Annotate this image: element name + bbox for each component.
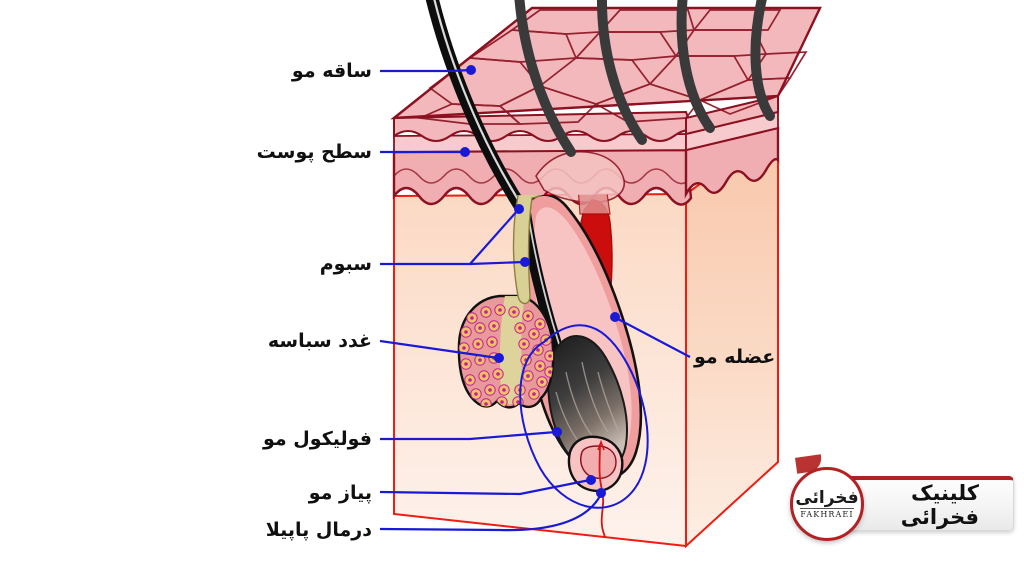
label-dermal-papilla: درمال پاپیلا — [265, 519, 372, 541]
label-skin-surface: سطح پوست — [256, 141, 372, 163]
label-sebaceous-gland: غدد سباسه — [267, 330, 372, 352]
arrector-pili-upper — [577, 194, 611, 215]
hair-shaft-1-outline — [425, 0, 531, 219]
papilla-blood-vessel — [598, 443, 608, 546]
logo-banner-text: کلینیک فخرائی — [900, 481, 979, 529]
logo-emblem-script: فخرائی — [795, 487, 859, 508]
label-leader-dots — [460, 65, 620, 498]
sebaceous-lumen — [499, 296, 526, 404]
hair-shaft-4 — [676, 0, 715, 133]
hair-shaft-5 — [750, 0, 775, 121]
label-hair-bulb: پیاز مو — [308, 482, 372, 504]
leader-sebaceous-gland — [379, 339, 499, 360]
dot-sebum-b — [514, 204, 524, 214]
label-hair-shaft: ساقه مو — [291, 60, 372, 82]
leader-dermal-papilla — [379, 495, 601, 532]
dot-hair-shaft — [466, 65, 476, 75]
dot-hair-muscle — [610, 312, 620, 322]
leader-sebum-b — [469, 209, 519, 265]
leader-hair-bulb — [379, 478, 591, 496]
logo-emblem: فخرائی FAKHRAEI — [790, 467, 864, 541]
hair-shaft-2 — [514, 0, 576, 157]
dermal-papilla-core — [580, 445, 617, 479]
label-sebum: سبوم — [319, 253, 372, 275]
papilla-vessel-arrow — [597, 439, 605, 451]
logo-banner: کلینیک فخرائی — [828, 476, 1014, 531]
dot-skin-surface — [460, 147, 470, 157]
dot-hair-bulb — [586, 475, 596, 485]
leader-hair-muscle — [615, 317, 691, 358]
hair-shaft-3 — [597, 0, 647, 145]
sebaceous-cells — [458, 304, 554, 408]
dot-hair-follicle — [552, 427, 562, 437]
clinic-logo[interactable]: کلینیک فخرائی فخرائی FAKHRAEI — [790, 454, 1018, 548]
hair-follicle-callout-outline — [519, 324, 649, 509]
label-leader-lines — [379, 68, 691, 532]
dot-dermal-papilla — [596, 488, 606, 498]
hair-shaft-1-highlight — [433, 0, 528, 214]
bulb-matrix-streaks — [555, 361, 619, 449]
dot-sebum-a — [520, 257, 530, 267]
leader-hair-shaft — [380, 68, 471, 73]
logo-emblem-latin: FAKHRAEI — [800, 507, 854, 519]
dot-sebaceous-gland — [494, 353, 504, 363]
sebaceous-gland — [457, 294, 555, 409]
label-hair-follicle: فولیکول مو — [263, 428, 372, 450]
leader-hair-follicle — [380, 430, 557, 441]
label-hair-muscle: عضله مو — [694, 346, 776, 368]
hair-shafts-group — [425, 0, 775, 219]
dermis-side-face — [685, 126, 779, 549]
